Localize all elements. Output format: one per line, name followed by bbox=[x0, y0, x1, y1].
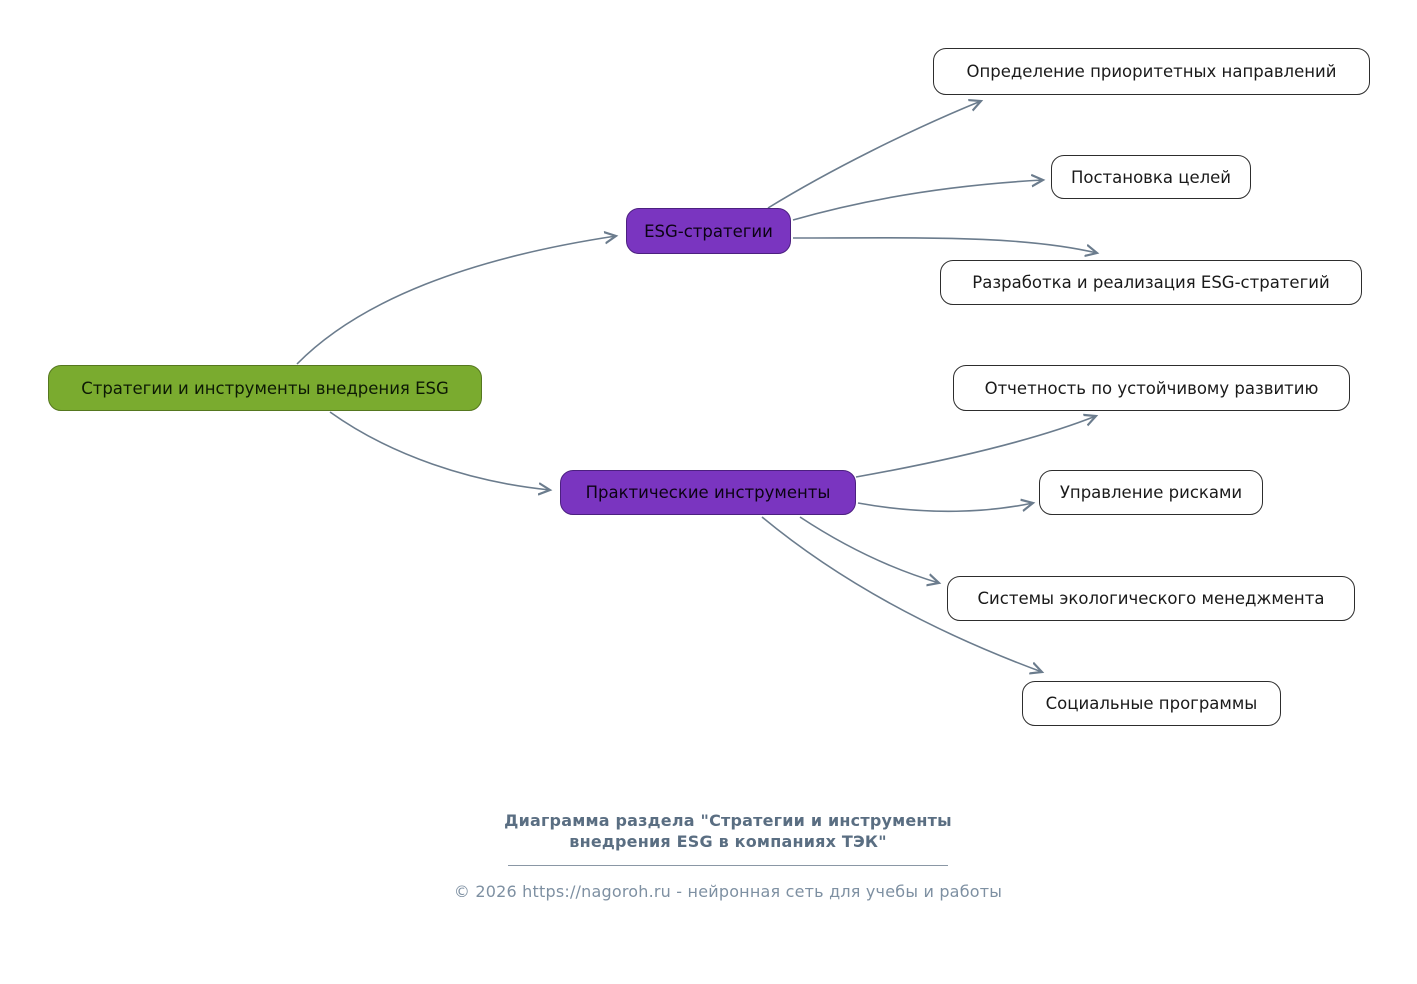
footer-divider bbox=[508, 865, 948, 866]
leaf-node-strategy-development: Разработка и реализация ESG-стратегий bbox=[940, 260, 1362, 305]
footer: Диаграмма раздела "Стратегии и инструмен… bbox=[408, 810, 1048, 901]
diagram-caption-line-2: внедрения ESG в компаниях ТЭК" bbox=[569, 832, 887, 851]
leaf-node-sustainability-reporting: Отчетность по устойчивому развитию bbox=[953, 365, 1350, 411]
edge-esg-to-development bbox=[792, 237, 1097, 253]
branch-node-esg-strategies: ESG-стратегии bbox=[626, 208, 791, 254]
edge-tools-to-ems bbox=[799, 516, 939, 583]
branch-node-practical-tools: Практические инструменты bbox=[560, 470, 856, 515]
leaf-node-social-programs: Социальные программы bbox=[1022, 681, 1281, 726]
diagram-caption-line-1: Диаграмма раздела "Стратегии и инструмен… bbox=[504, 811, 952, 830]
leaf-node-risk-management: Управление рисками bbox=[1039, 470, 1263, 515]
edge-tools-to-risk bbox=[857, 503, 1033, 513]
edge-root-to-esg bbox=[296, 236, 616, 365]
leaf-node-goal-setting: Постановка целей bbox=[1051, 155, 1251, 199]
edge-tools-to-reporting bbox=[855, 416, 1096, 478]
edge-esg-to-priorities bbox=[767, 101, 981, 209]
leaf-node-priorities: Определение приоритетных направлений bbox=[933, 48, 1370, 95]
root-node: Стратегии и инструменты внедрения ESG bbox=[48, 365, 482, 411]
leaf-node-environmental-management: Системы экологического менеджмента bbox=[947, 576, 1355, 621]
copyright-text: © 2026 https://nagoroh.ru - нейронная се… bbox=[453, 882, 1003, 901]
edge-esg-to-goals bbox=[792, 180, 1043, 221]
edge-root-to-tools bbox=[329, 411, 550, 490]
